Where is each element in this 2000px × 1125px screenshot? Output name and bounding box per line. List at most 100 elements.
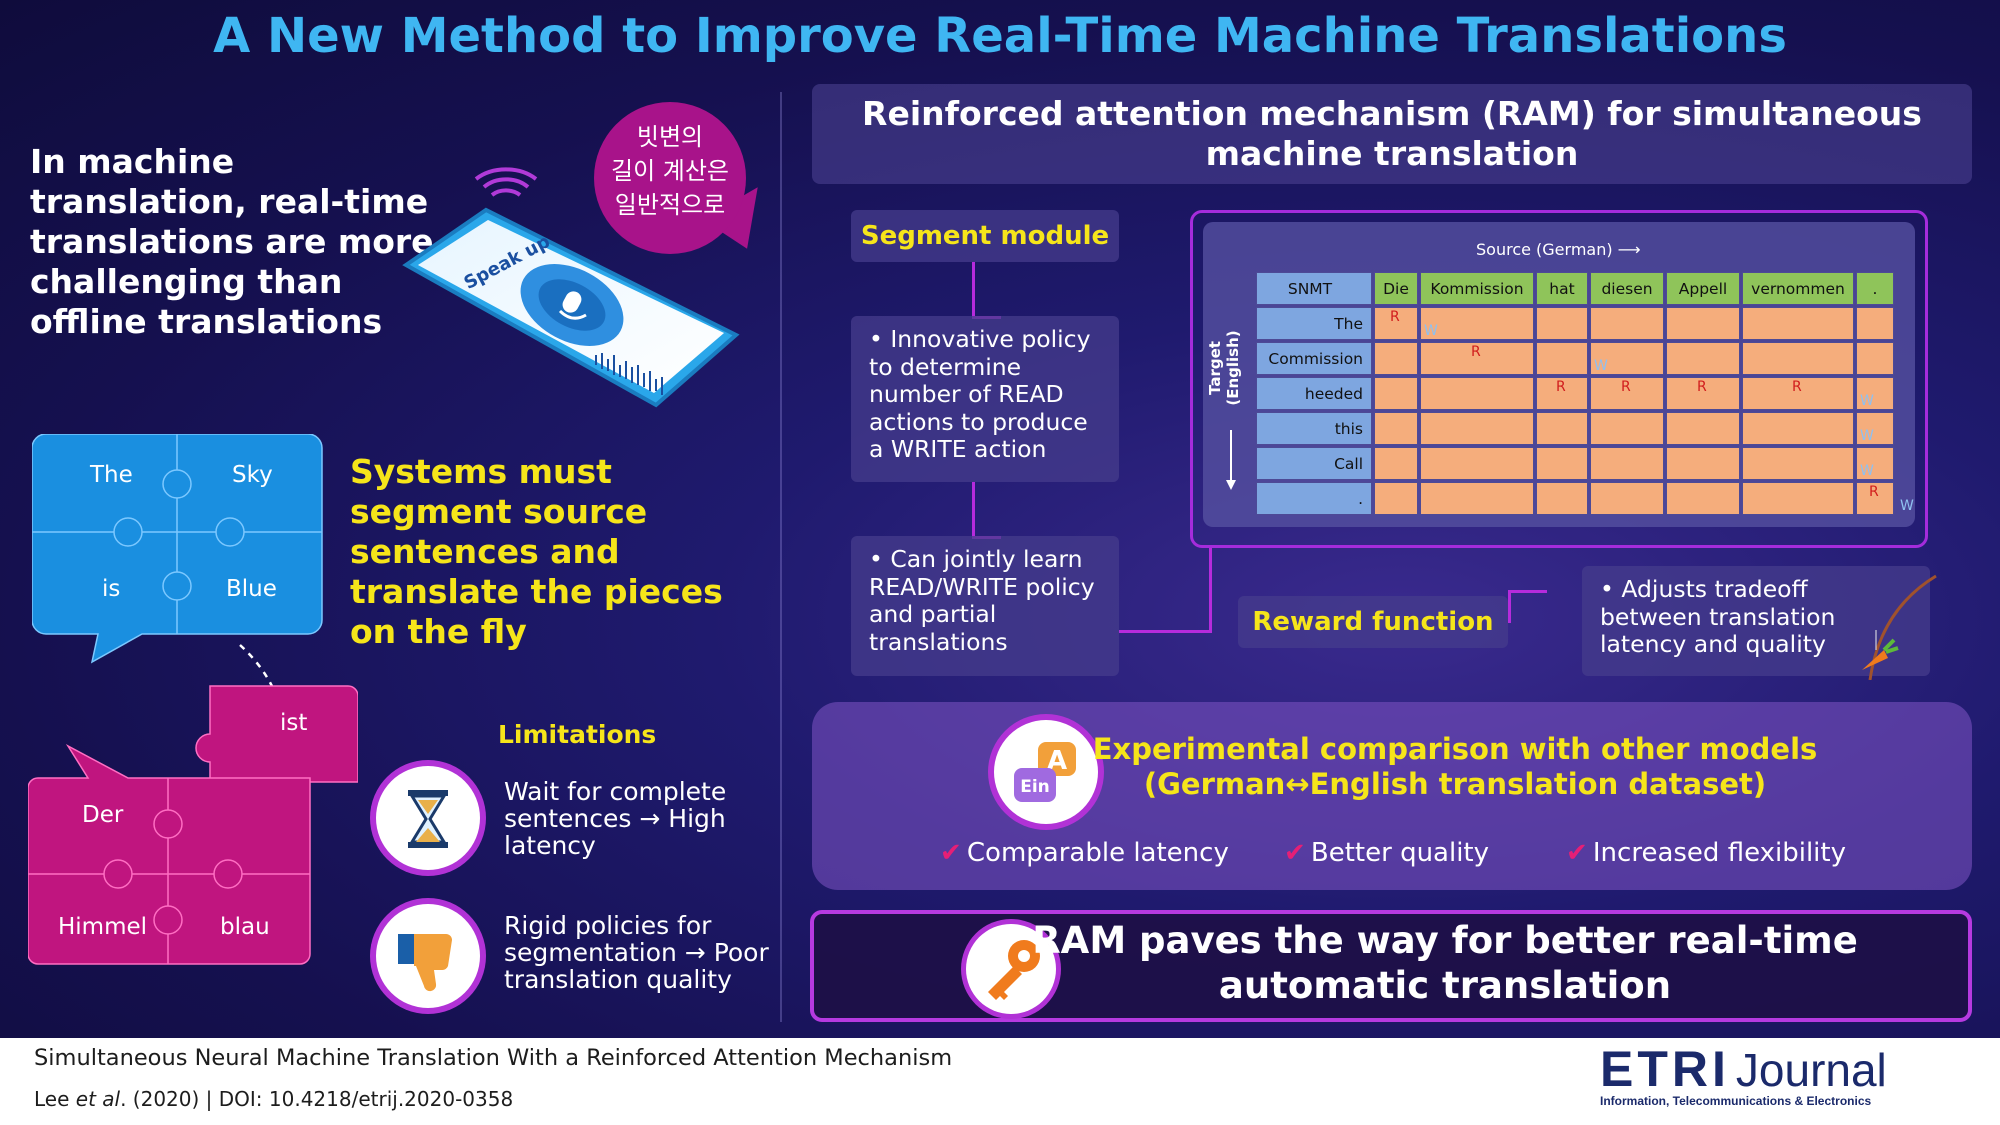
key-icon xyxy=(966,924,1056,1014)
puzzle-en-blue: Blue xyxy=(226,576,277,602)
check-icon: ✔ xyxy=(1284,838,1306,868)
reward-function-label: Reward function xyxy=(1238,596,1508,648)
source-label-text: Source (German) xyxy=(1476,240,1613,259)
check-icon: ✔ xyxy=(940,838,962,868)
table-cell xyxy=(1536,377,1588,410)
table-cell xyxy=(1856,307,1894,340)
table-cell xyxy=(1856,377,1894,410)
target-arrow xyxy=(1226,430,1236,490)
check-icon: ✔ xyxy=(1566,838,1588,868)
reward-bullet: • Adjusts tradeoff between translation l… xyxy=(1582,566,1930,676)
segment-bullet-2: • Can jointly learn READ/WRITE policy an… xyxy=(851,536,1119,676)
citation: Lee et al. (2020) | DOI: 10.4218/etrij.2… xyxy=(34,1087,513,1111)
table-cell xyxy=(1590,447,1664,480)
table-cell xyxy=(1374,412,1418,445)
result-3-text: Increased flexibility xyxy=(1592,838,1846,868)
table-corner: SNMT xyxy=(1256,272,1372,305)
table-col-header: Appell xyxy=(1666,272,1740,305)
result-2: ✔ Better quality xyxy=(1284,838,1489,868)
puzzle-en-is: is xyxy=(102,576,121,602)
translation-icon: A Ein xyxy=(994,720,1098,824)
table-cell xyxy=(1536,447,1588,480)
experiment-title-line1: Experimental comparison with other model… xyxy=(1092,732,1818,766)
connector-bullet xyxy=(972,482,1001,539)
read-marker: R xyxy=(1471,344,1481,360)
write-marker: W xyxy=(1860,463,1874,479)
experiment-title-line2: (German↔English translation dataset) xyxy=(1143,767,1767,801)
table-col-header: vernommen xyxy=(1742,272,1854,305)
table-cell xyxy=(1742,447,1854,480)
bubble-line-1: 빗변의 xyxy=(636,123,704,151)
table-cell xyxy=(1856,482,1894,515)
write-marker: W xyxy=(1594,358,1608,374)
source-axis-label: Source (German) ⟶ xyxy=(1476,240,1641,259)
result-3: ✔ Increased flexibility xyxy=(1566,838,1846,868)
table-col-header: Die xyxy=(1374,272,1418,305)
logo-journal: Journal xyxy=(1735,1044,1887,1096)
table-cell xyxy=(1374,377,1418,410)
segment-module-label: Segment module xyxy=(851,210,1119,262)
table-cell xyxy=(1420,412,1534,445)
table-cell xyxy=(1742,377,1854,410)
table-cell xyxy=(1856,447,1894,480)
result-2-text: Better quality xyxy=(1310,838,1490,868)
table-row-header: The xyxy=(1256,307,1372,340)
page-title: A New Method to Improve Real-Time Machin… xyxy=(213,8,1787,64)
table-col-header: . xyxy=(1856,272,1894,305)
table-cell xyxy=(1666,447,1740,480)
table-cell xyxy=(1742,342,1854,375)
conclusion-text: RAM paves the way for better real-time a… xyxy=(1032,919,1858,1007)
table-cell xyxy=(1666,307,1740,340)
bubble-line-3: 일반적으로 xyxy=(614,191,726,219)
table-col-header: hat xyxy=(1536,272,1588,305)
table-cell xyxy=(1536,482,1588,515)
table-cell xyxy=(1420,307,1534,340)
table-cell xyxy=(1590,482,1664,515)
table-cell xyxy=(1420,482,1534,515)
table-cell xyxy=(1856,412,1894,445)
citation-author: Lee xyxy=(34,1087,76,1111)
table-cell xyxy=(1666,377,1740,410)
read-marker: R xyxy=(1556,379,1566,395)
citation-etal: et al xyxy=(75,1087,121,1111)
puzzle-de-blau: blau xyxy=(220,914,270,940)
table-cell xyxy=(1420,377,1534,410)
table-cell xyxy=(1374,482,1418,515)
hourglass-icon xyxy=(376,766,480,870)
table-cell xyxy=(1536,342,1588,375)
limitations-title: Limitations xyxy=(498,720,657,749)
thumbs-down-icon xyxy=(376,904,480,1008)
logo-etri: ETRI xyxy=(1600,1041,1730,1097)
table-cell xyxy=(1420,447,1534,480)
carrot-on-stick-icon xyxy=(1862,574,1937,680)
table-cell xyxy=(1742,482,1854,515)
table-cell xyxy=(1536,307,1588,340)
puzzle-de-himmel: Himmel xyxy=(58,914,148,940)
smartphone-illustration xyxy=(402,167,740,408)
intro-text: In machine translation, real-time transl… xyxy=(30,142,434,341)
segment-heading: Systems must segment source sentences an… xyxy=(350,452,723,651)
speech-bubble xyxy=(594,102,746,254)
table-cell xyxy=(1590,342,1664,375)
table-cell xyxy=(1590,307,1664,340)
table-row-header: this xyxy=(1256,412,1372,445)
table-row-header: Call xyxy=(1256,447,1372,480)
table-cell xyxy=(1666,482,1740,515)
table-cell xyxy=(1590,412,1664,445)
table-cell xyxy=(1536,412,1588,445)
connector-segment xyxy=(972,262,1001,319)
puzzle-german xyxy=(28,685,358,965)
puzzle-en-sky: Sky xyxy=(232,462,273,488)
result-1: ✔ Comparable latency xyxy=(940,838,1229,868)
table-col-header: diesen xyxy=(1590,272,1664,305)
table-col-header: Kommission xyxy=(1420,272,1534,305)
table-row-header: heeded xyxy=(1256,377,1372,410)
read-marker: R xyxy=(1621,379,1631,395)
table-row-header: Commission xyxy=(1256,342,1372,375)
snmt-table-frame xyxy=(1190,210,1928,548)
translation-icon-a: A xyxy=(1047,746,1067,776)
footer xyxy=(0,1038,2000,1125)
table-row-header: . xyxy=(1256,482,1372,515)
ram-panel-title: Reinforced attention mechanism (RAM) for… xyxy=(812,84,1972,184)
